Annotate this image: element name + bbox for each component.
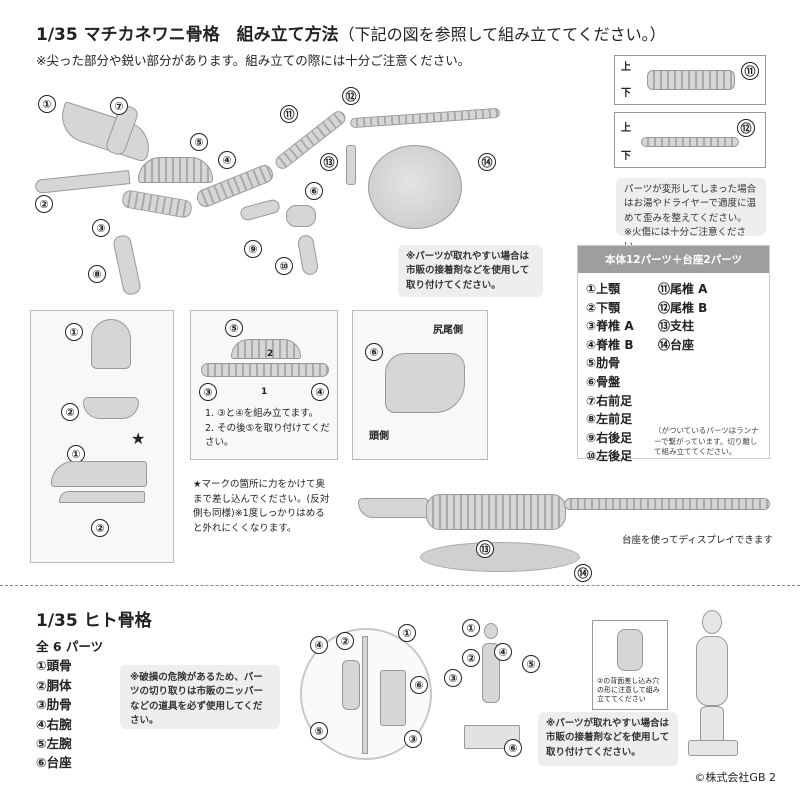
parts-list-left: ①上顎 ②下顎 ③脊椎 A ④脊椎 B ⑤肋骨 ⑥骨盤 ⑦右前足 ⑧左前足 ⑨右… [586, 282, 634, 464]
tail-b-illustration [641, 137, 739, 147]
spine-body-illustration [201, 363, 329, 377]
label-right-front-leg: ⑦ [110, 97, 128, 115]
displayed-croc-body [426, 494, 566, 530]
croc-exploded-view: ① ② ③ ④ ⑤ ⑥ ⑦ ⑧ ⑨ ⑩ ⑪ ⑫ ⑬ ⑭ [30, 85, 590, 300]
section-divider [0, 585, 800, 586]
assembly-base [464, 725, 520, 749]
jaw-bottom-illustration [83, 397, 139, 419]
label-tail-a: ⑪ [280, 105, 298, 123]
tail-a-illustration [647, 70, 735, 90]
assembly-skull [484, 623, 498, 639]
jaw-assembled-lower [59, 491, 145, 503]
copyright: ©株式会社GB 2 [694, 771, 776, 784]
display-base-part [368, 145, 462, 229]
warp-note: パーツが変形してしまった場合はお湯やドライヤーで適度に温めて歪みを整えてください… [616, 178, 766, 252]
label-ribs: ⑤ [190, 133, 208, 151]
rib-part [138, 157, 213, 183]
pelvis-detail-panel: ⑥ 尻尾側 頭側 [352, 310, 488, 460]
jaw-top-illustration [91, 319, 131, 369]
parts-list-right: ⑪尾椎 A ⑫尾椎 B ⑬支柱 ⑭台座 [658, 282, 708, 352]
right-hind-leg-part [238, 198, 282, 222]
display-caption: 台座を使ってディスプレイできます [622, 535, 773, 546]
page-title: 1/35 マチカネワニ骨格 組み立て方法（下記の図を参照して組み立ててください。… [36, 25, 666, 45]
figure-base [688, 740, 738, 756]
support-pillar-part [346, 145, 356, 185]
human-section-title: 1/35 ヒト骨格 [36, 611, 152, 631]
label-lower-jaw: ② [35, 195, 53, 213]
upper-jaw-part [55, 101, 156, 163]
label-support-pillar: ⑬ [320, 153, 338, 171]
lower-jaw-part [34, 170, 131, 194]
figure-body [696, 636, 728, 706]
pelvis-illustration [385, 353, 465, 413]
label-left-hind-leg: ⑩ [275, 257, 293, 275]
back-insert-illustration [617, 629, 643, 671]
displayed-croc-tail [564, 498, 770, 510]
human-runner-illustration: ④ ② ① ⑥ ⑤ ③ [300, 624, 432, 760]
pelvis-part [286, 205, 316, 227]
tail-a-orientation-panel: 上 下 ⑪ [614, 55, 766, 105]
spine-detail-panel: ⑤ 2 1 ③ ④ 1. ③と④を組み立てます。 2. その後⑤を取り付けてくだ… [190, 310, 338, 460]
label-display-base: ⑭ [478, 153, 496, 171]
left-front-leg-part [111, 233, 143, 297]
parts-list-panel: 本体12パーツ＋台座2パーツ ①上顎 ②下顎 ③脊椎 A ④脊椎 B ⑤肋骨 ⑥… [577, 245, 770, 463]
human-assembly-illustration: ① ④ ② ⑤ ③ ⑥ [444, 615, 544, 757]
spine-steps: 1. ③と④を組み立てます。 2. その後⑤を取り付けてください。 [205, 408, 330, 449]
label-right-hind-leg: ⑨ [244, 240, 262, 258]
label-upper-jaw: ① [38, 95, 56, 113]
back-insert-note-panel: ②の背面差し込み穴の形に注意して組み立ててください [592, 620, 668, 710]
tail-b-part [349, 107, 501, 129]
displayed-base [420, 542, 580, 572]
display-illustration: ⑬ ⑭ 台座を使ってディスプレイできます [350, 470, 780, 582]
figure-head [702, 610, 722, 634]
spine-ribs-illustration [231, 339, 301, 359]
parts-list-heading: 本体12パーツ＋台座2パーツ [578, 246, 769, 273]
jaw-insert-note: ★マークの箇所に力をかけて奥まで差し込んでください。(反対側も同様)※1度しっか… [193, 479, 330, 535]
star-mark: ★ [131, 429, 146, 448]
runner-note: （がついているパーツはランナーで繋がっています。切り離して組み立ててください。 [654, 426, 759, 456]
spine-a-part [120, 189, 194, 219]
cut-tool-note: ※破損の危険があるため、パーツの切り取りは市販のニッパーなどの道具を必ず使用して… [120, 665, 280, 729]
jaw-detail-panel: ① ② ① ★ ② [30, 310, 174, 563]
runner-bar [362, 636, 368, 754]
jaw-assembled-upper [51, 461, 147, 487]
label-spine-b: ④ [218, 151, 236, 169]
label-tail-b: ⑫ [342, 87, 360, 105]
caution-text: ※尖った部分や鋭い部分があります。組み立ての際には十分ご注意ください。 [36, 53, 471, 68]
runner-part-torso [342, 660, 360, 710]
left-hind-leg-part [296, 233, 320, 277]
human-parts-list: 全 6 パーツ ①頭骨 ②胴体 ③肋骨 ④右腕 ⑤左腕 ⑥台座 [36, 639, 104, 771]
label-pelvis: ⑥ [305, 182, 323, 200]
tail-b-orientation-panel: 上 下 ⑫ [614, 112, 766, 168]
adhesive-note: ※パーツが取れやすい場合は市販の接着剤などを使用して取り付けてください。 [398, 245, 543, 297]
label-left-front-leg: ⑧ [88, 265, 106, 283]
human-adhesive-note: ※パーツが取れやすい場合は市販の接着剤などを使用して取り付けてください。 [538, 712, 678, 766]
label-spine-a: ③ [92, 219, 110, 237]
runner-part-base [380, 670, 406, 726]
displayed-croc-head [358, 498, 428, 518]
human-standing-figure [680, 610, 750, 760]
